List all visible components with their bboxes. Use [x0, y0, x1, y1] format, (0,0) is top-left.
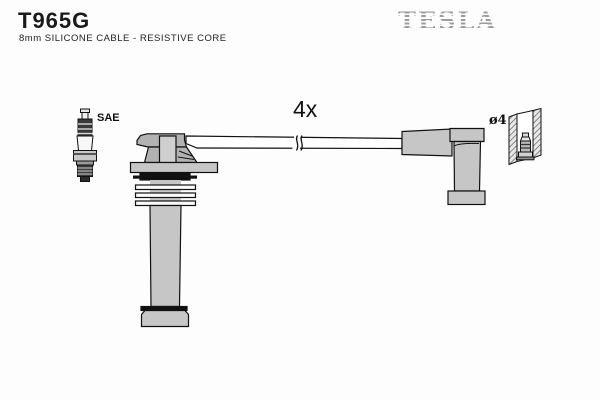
sae-label: SAE [97, 112, 120, 124]
coil-boot-drawing [129, 133, 219, 328]
diameter-label: ø4 [489, 113, 507, 128]
part-description: 8mm SILICONE CABLE - RESISTIVE CORE [19, 33, 227, 44]
part-number: T965G [18, 8, 91, 33]
ignition-cable-drawing [185, 134, 403, 151]
spark-plug-drawing [73, 108, 97, 182]
quantity-label: 4x [293, 96, 318, 122]
terminal-cross-section-drawing [508, 107, 542, 166]
elbow-boot-drawing [401, 127, 486, 206]
tesla-logo: TESLA [398, 6, 497, 35]
